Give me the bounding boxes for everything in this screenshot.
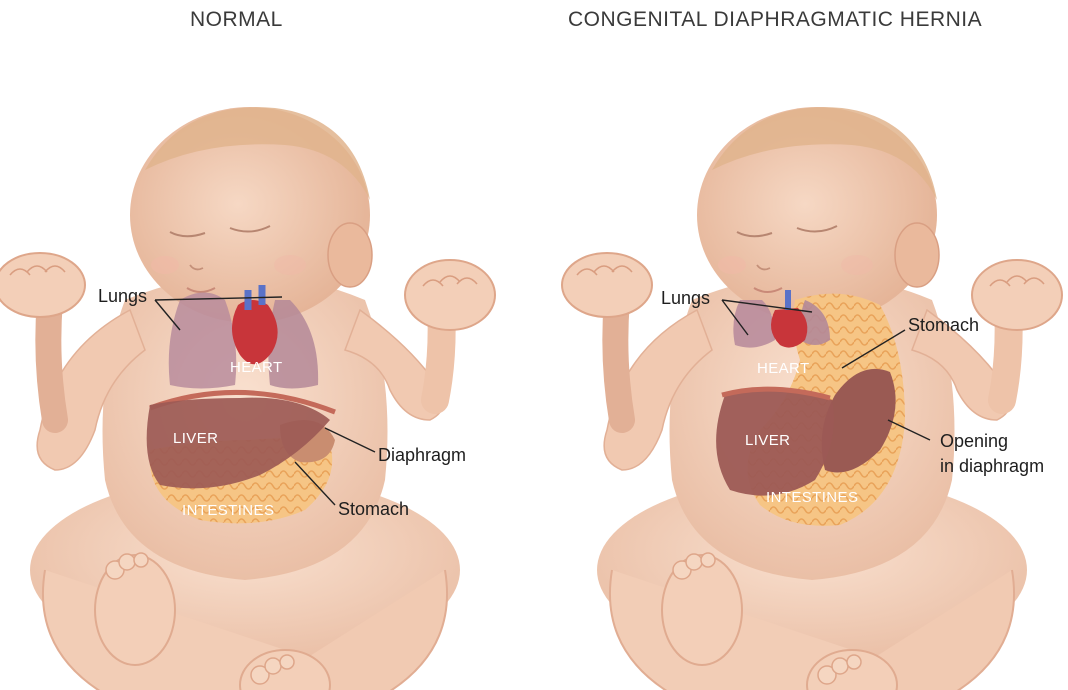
- normal-lungs-label: Lungs: [98, 286, 147, 306]
- normal-left-lung: [169, 293, 237, 389]
- hernia-heart-label: HEART: [757, 360, 810, 377]
- normal-stomach-label: Stomach: [338, 499, 409, 519]
- normal-liver-label: LIVER: [173, 430, 218, 447]
- hernia-opening-label-line2: in diaphragm: [940, 456, 1044, 476]
- normal-heart-label: HEART: [230, 359, 283, 376]
- hernia-stomach-label: Stomach: [908, 315, 979, 335]
- hernia-opening-label-line1: Opening: [940, 431, 1008, 451]
- normal-intestines-label: INTESTINES: [182, 502, 274, 519]
- hernia-intestines-label: INTESTINES: [766, 489, 858, 506]
- hernia-liver-label: LIVER: [745, 432, 790, 449]
- hernia-lungs-label: Lungs: [661, 288, 710, 308]
- normal-diaphragm-label: Diaphragm: [378, 445, 466, 465]
